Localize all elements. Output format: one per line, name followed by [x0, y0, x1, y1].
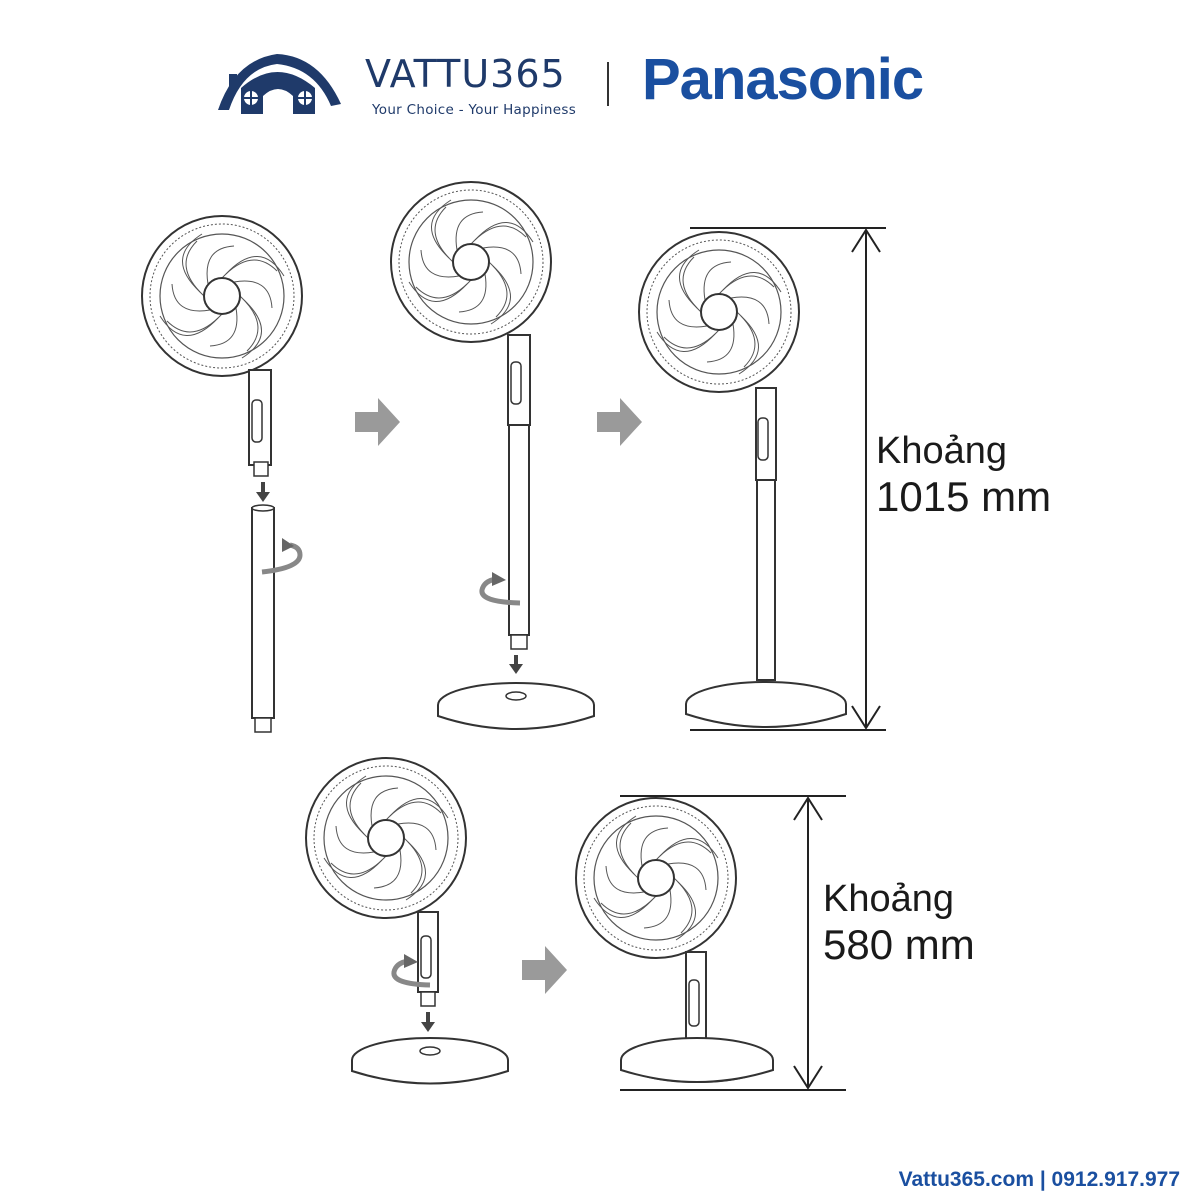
rotate-arrow-icon [261, 538, 303, 575]
dimension-arrow-icon [620, 795, 846, 1091]
step-arrow-icon [355, 398, 400, 446]
brand-name: VATTU365 [365, 52, 566, 96]
dimension-arrow-icon [690, 227, 886, 731]
fan-step1 [141, 215, 303, 733]
footer-contact[interactable]: Vattu365.com | 0912.917.977 [898, 1168, 1180, 1191]
rotate-arrow-icon [479, 572, 521, 606]
fan-short-assembled [575, 797, 774, 1083]
tall-dimension-label: Khoảng 1015 mm [876, 430, 1051, 520]
tall-dimension-value: 1015 mm [876, 472, 1052, 520]
brand-tagline: Your Choice - Your Happiness [372, 102, 577, 118]
step-arrow-icon [597, 398, 642, 446]
step-arrow-icon [522, 946, 567, 994]
rotate-arrow-icon [391, 954, 431, 988]
fan-step-short [305, 757, 509, 1085]
house-logo-icon [218, 54, 341, 114]
fan-tall-assembled [638, 231, 847, 728]
tall-dimension-word: Khoảng [876, 430, 1008, 472]
partner-logo: Panasonic [642, 47, 924, 112]
short-dimension-label: Khoảng 580 mm [823, 878, 975, 968]
short-dimension-value: 580 mm [823, 920, 975, 968]
brand-divider [607, 62, 609, 106]
fan-step2 [390, 181, 595, 730]
short-dimension-word: Khoảng [823, 878, 955, 920]
